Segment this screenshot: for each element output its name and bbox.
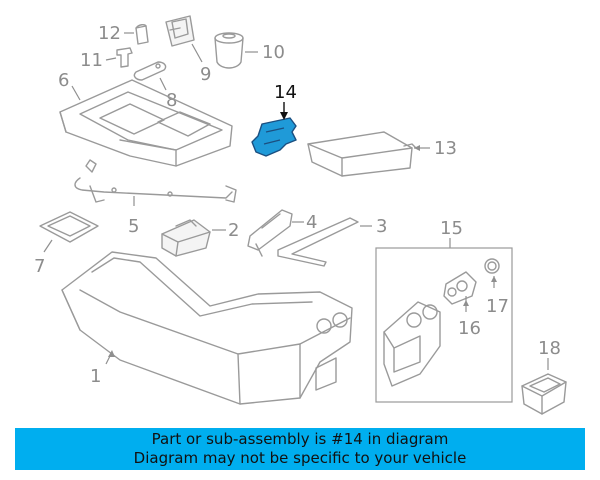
part-17-ring: 17: [484, 258, 509, 317]
part-4-bracket: 4: [247, 209, 317, 257]
part-12-plug: 12: [98, 23, 149, 45]
callout-16[interactable]: 16: [458, 318, 481, 339]
info-banner: Part or sub-assembly is #14 in diagram D…: [15, 428, 585, 470]
banner-line-1: Part or sub-assembly is #14 in diagram: [151, 430, 449, 448]
part-8-pad: 8: [133, 61, 177, 111]
callout-14[interactable]: 14: [274, 82, 297, 103]
callout-2[interactable]: 2: [228, 220, 239, 241]
callout-5[interactable]: 5: [128, 216, 139, 237]
callout-4[interactable]: 4: [306, 212, 317, 233]
callout-17[interactable]: 17: [486, 296, 509, 317]
part-16-socket: 16: [443, 271, 481, 339]
part-6-trim-panel: 6: [58, 70, 233, 167]
part-9-bracket: 9: [165, 15, 211, 85]
part-18-bin: 18: [521, 338, 567, 415]
part-2-bracket: 2: [161, 219, 239, 257]
part-10-cup: 10: [214, 32, 285, 69]
part-3-strip: 3: [277, 216, 387, 267]
callout-15[interactable]: 15: [440, 218, 463, 239]
banner-line-2: Diagram may not be specific to your vehi…: [133, 449, 467, 467]
callout-18[interactable]: 18: [538, 338, 561, 359]
part-5-harness: 5: [74, 159, 237, 237]
callout-11[interactable]: 11: [80, 50, 103, 71]
part-7-mat: 7: [34, 211, 99, 277]
callout-8[interactable]: 8: [166, 90, 177, 111]
part-1-console-base: 1: [61, 251, 353, 405]
part-13-bin: 13: [307, 131, 457, 177]
callout-12[interactable]: 12: [98, 23, 121, 44]
callout-1[interactable]: 1: [90, 366, 101, 387]
callout-6[interactable]: 6: [58, 70, 69, 91]
part-15-assembly: 15 16 17: [375, 218, 513, 403]
callout-13[interactable]: 13: [434, 138, 457, 159]
callout-9[interactable]: 9: [200, 64, 211, 85]
parts-diagram: 12 11 9 10 8 6: [34, 15, 567, 415]
callout-3[interactable]: 3: [376, 216, 387, 237]
part-11-clip: 11: [80, 47, 133, 71]
callout-7[interactable]: 7: [34, 256, 45, 277]
part-14-highlighted[interactable]: 14: [251, 82, 297, 157]
callout-10[interactable]: 10: [262, 42, 285, 63]
